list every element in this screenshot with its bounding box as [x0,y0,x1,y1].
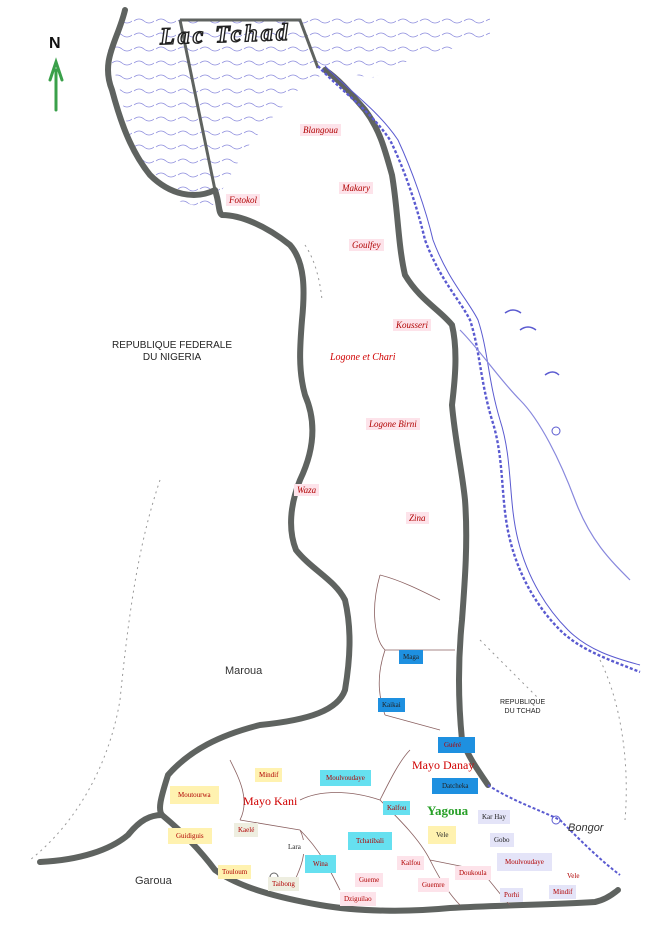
logone-river-bank [324,65,641,666]
commune-fotokol: Fotokol [226,194,260,206]
commune-porhi: Porhi [500,888,524,902]
north-label: N [49,35,61,52]
city-garoua: Garoua [135,875,172,887]
commune-logone-birni: Logone Birni [366,418,420,430]
commune-datcheka: Datcheka [432,778,479,794]
commune-kalfou-2: Kalfou [397,856,425,870]
eastern-border [322,67,491,788]
commune-waza: Waza [294,484,320,496]
dotted-border-west [29,244,323,861]
commune-taibong: Taibong [268,877,299,891]
chari-river [459,329,631,581]
city-maroua: Maroua [225,665,263,677]
commune-touloum: Touloum [218,865,252,879]
water-point [551,426,561,436]
commune-guidiguis: Guidiguis [168,828,212,844]
commune-wina: Wina [305,855,336,873]
commune-kaele: Kaelé [234,823,259,837]
lake-chad-water [108,12,490,210]
commune-kaikai: Kaikai [378,698,405,712]
commune-dziguilao: Dziguilao [340,892,376,906]
river-fragment [504,309,560,376]
region-mayo-danay: Mayo Danay [412,758,475,772]
city-bongor: Bongor [568,822,604,834]
commune-maga: Maga [399,650,423,664]
commune-mindif-2: Mindif [549,885,577,899]
commune-vele: Vele [428,826,457,844]
chad-label-line2: DU TCHAD [504,708,541,715]
commune-guere: Guéré [438,737,476,753]
region-mayo-kani: Mayo Kani [243,794,298,808]
commune-makary: Makary [339,182,373,194]
lake-chad-label: Lac Tchad [159,19,292,51]
dotted-border-east [479,639,627,821]
lake-frontier [178,18,320,191]
commune-goulfey: Goulfey [349,239,384,251]
commune-blangoua: Blangoua [300,124,341,136]
commune-lara: Lara [284,840,305,854]
chad-label-line1: REPUBLIQUE [500,699,546,706]
commune-tchatibali: Tchatibali [348,832,392,850]
southern-border [159,812,621,914]
commune-vele-2: Vele [563,869,584,883]
commune-doukoula: Doukoula [455,866,491,880]
region-yagoua: Yagoua [427,803,469,818]
logone-river [317,65,641,674]
commune-moulvoudaye: Moulvoudaye [320,770,371,786]
commune-moulvoudaye-2: Moulvoudaye [497,853,552,871]
commune-kousseri: Kousseri [393,319,432,331]
nigeria-label: REPUBLIQUE FEDERALE DU NIGERIA [112,340,232,364]
nigeria-label-line2: DU NIGERIA [142,352,202,363]
commune-gobo: Gobo [490,833,514,847]
commune-gueme: Gueme [355,873,384,887]
commune-moutourwa: Moutourwa [170,786,219,804]
commune-kalfou: Kalfou [383,801,411,815]
commune-kar-hay: Kar Hay [478,810,510,824]
commune-guemre: Guemre [418,878,449,892]
region-border [37,7,353,865]
nigeria-label-line1: REPUBLIQUE FEDERALE [112,340,233,351]
chad-label: REPUBLIQUE DU TCHAD [500,698,545,716]
north-arrow-icon [48,57,64,112]
water-point [551,815,561,825]
commune-mindif: Mindif [255,768,283,782]
region-logone-chari: Logone et Chari [330,352,396,363]
commune-zina: Zina [406,512,429,524]
